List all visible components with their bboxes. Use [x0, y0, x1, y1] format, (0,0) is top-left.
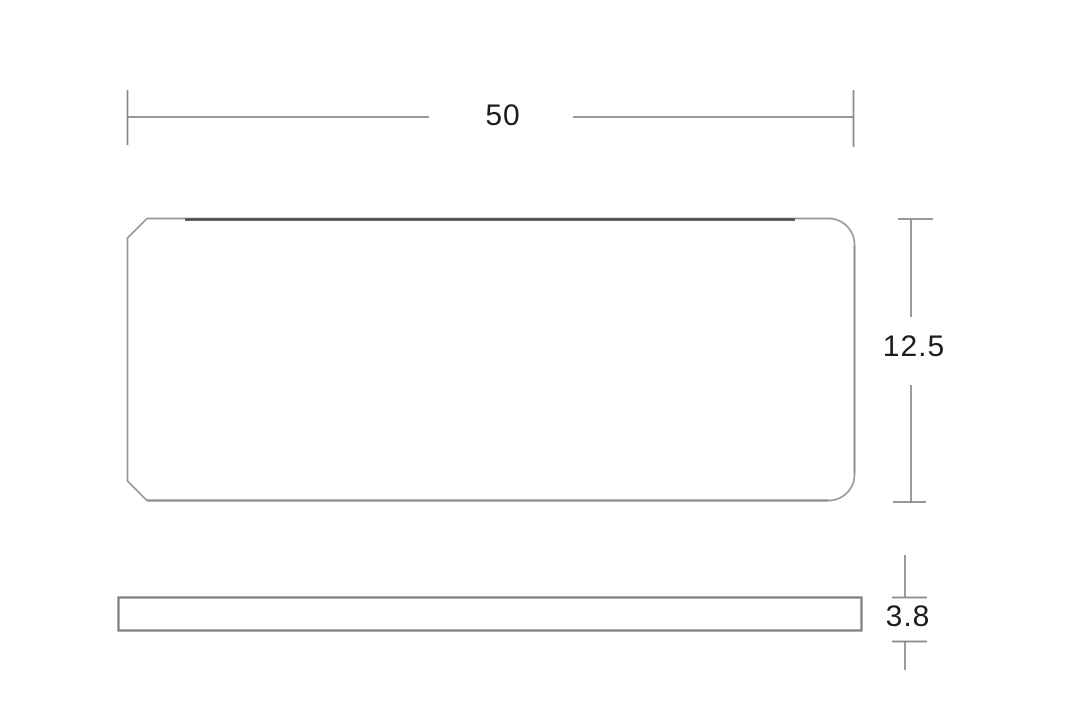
front-view	[126, 217, 856, 502]
width-dimension-label: 50	[481, 101, 525, 131]
side-view	[117, 596, 863, 632]
thickness-dimension-label: 3.8	[881, 602, 935, 632]
width-dimension	[126, 90, 855, 147]
front-view-outline	[126, 217, 856, 502]
side-view-outline	[117, 596, 863, 632]
thickness-dimension	[892, 555, 927, 670]
height-dimension-label: 12.5	[878, 332, 950, 362]
height-dimension	[893, 218, 933, 503]
